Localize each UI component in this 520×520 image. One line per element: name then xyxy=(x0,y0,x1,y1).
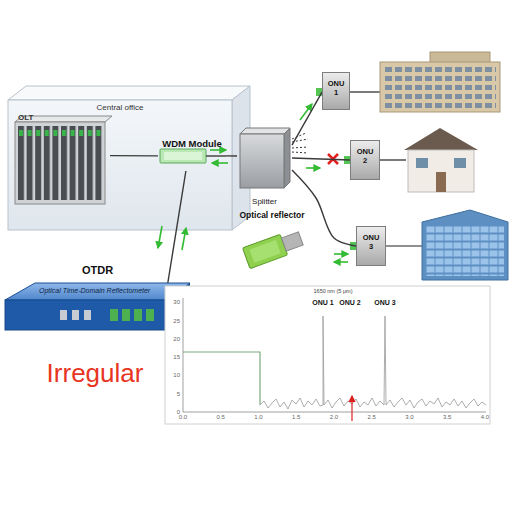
olt-rack xyxy=(15,122,105,204)
axis-tick: 15 xyxy=(173,354,180,360)
axis-tick: 2.5 xyxy=(368,414,376,420)
signal-arrow xyxy=(334,253,348,255)
node-label: ONU 2 xyxy=(356,148,374,165)
reflector-face xyxy=(250,240,281,263)
axis-tick: 4.0 xyxy=(481,414,489,420)
peak-label: ONU 1 xyxy=(312,299,333,306)
drop-line xyxy=(386,245,422,246)
fiber-link xyxy=(292,158,350,160)
unused-port xyxy=(292,152,308,153)
chart-title: 1650 nm (5 μm) xyxy=(314,288,353,294)
node-label: ONU 1 xyxy=(327,80,345,97)
otdr-port xyxy=(146,309,154,321)
trace-line xyxy=(183,352,260,405)
node-label: OTDR xyxy=(5,264,190,276)
otdr-port xyxy=(134,309,142,321)
otdr-port xyxy=(72,310,79,320)
splitter-body xyxy=(240,134,284,188)
house-door xyxy=(436,172,446,192)
node-label: OLT xyxy=(15,110,110,122)
node-label: ONU 3 xyxy=(362,234,380,251)
otdr-top-face xyxy=(5,283,190,300)
office-glass xyxy=(426,226,504,276)
trace-noise xyxy=(260,316,486,409)
peak-label: ONU 2 xyxy=(339,299,360,306)
otdr-front-face xyxy=(5,300,168,330)
fiber-link xyxy=(168,171,186,283)
chart-frame xyxy=(165,286,490,424)
signal-arrow xyxy=(210,149,226,151)
axis-tick: 25 xyxy=(173,318,180,324)
signal-arrow xyxy=(212,162,228,164)
otdr-device: OTDROptical Time-Domain Reflectometer xyxy=(5,283,190,333)
apartment-windows xyxy=(384,66,496,108)
otdr-port xyxy=(110,309,118,321)
office-front-face xyxy=(8,100,232,230)
olt-cards xyxy=(18,126,104,200)
onu-box: ONU 3 xyxy=(356,226,386,266)
house-wall xyxy=(408,150,474,192)
node-label: Optical reflector xyxy=(222,210,322,220)
onu-box: ONU 1 xyxy=(322,72,350,110)
axis-tick: 3.0 xyxy=(405,414,413,420)
axis-tick: 20 xyxy=(173,336,180,342)
axis-tick: 30 xyxy=(173,299,180,305)
central-office-box: Central officeOLT WDM Module xyxy=(8,100,232,230)
drop-line xyxy=(350,91,380,92)
office-building xyxy=(422,210,508,280)
house-window xyxy=(416,158,428,168)
node-label: Central office xyxy=(8,100,232,112)
node-label: Splitter xyxy=(237,197,292,206)
otdr-port xyxy=(122,309,130,321)
peak-label: ONU 3 xyxy=(374,299,395,306)
reflector-ferrule xyxy=(281,232,303,251)
signal-arrow xyxy=(182,228,186,250)
missing-peak-arrow xyxy=(351,396,352,421)
axis-tick: 2.0 xyxy=(330,414,338,420)
optical-splitter: Splitter xyxy=(237,126,292,206)
signal-arrow xyxy=(306,167,320,169)
fiber-link xyxy=(110,155,158,157)
optical-reflector: Optical reflector xyxy=(222,210,322,280)
olt-rack: OLT xyxy=(15,110,110,205)
axis-tick: 1.0 xyxy=(254,414,262,420)
drop-line xyxy=(380,159,406,160)
fiber-wire xyxy=(206,155,226,156)
unused-port xyxy=(292,147,308,148)
fiber-link xyxy=(292,170,356,246)
office-top-face xyxy=(8,86,250,100)
apartment-building xyxy=(380,62,500,112)
axis-tick: 0.5 xyxy=(217,414,225,420)
splitter-top xyxy=(240,128,290,134)
onu-box: ONU 2 xyxy=(350,140,380,180)
reflector-body xyxy=(243,234,288,268)
otdr-port xyxy=(84,310,91,320)
status-label: Irregular xyxy=(47,358,144,389)
chart-axis xyxy=(183,298,486,412)
wdm-module: WDM Module xyxy=(158,135,226,171)
axis-tick: 5 xyxy=(177,391,180,397)
wdm-module-face xyxy=(164,152,202,160)
splitter-side xyxy=(284,128,290,188)
wdm-module-body xyxy=(160,149,206,163)
signal-arrow xyxy=(158,226,162,248)
axis-tick: 0 xyxy=(177,409,180,415)
optical-reflector-illustration xyxy=(243,228,305,269)
fiber-link xyxy=(226,155,237,157)
axis-tick: 1.5 xyxy=(292,414,300,420)
axis-tick: 3.5 xyxy=(443,414,451,420)
olt-rack-top xyxy=(15,116,112,122)
house-roof xyxy=(404,128,478,150)
axis-tick: 10 xyxy=(173,372,180,378)
fiber-link xyxy=(292,92,322,145)
house-window xyxy=(454,158,466,168)
signal-arrow xyxy=(334,261,348,263)
node-label: WDM Module xyxy=(158,135,226,149)
axis-tick: 0.0 xyxy=(179,414,187,420)
node-label: Optical Time-Domain Reflectometer xyxy=(39,287,150,294)
otdr-port xyxy=(60,310,67,320)
